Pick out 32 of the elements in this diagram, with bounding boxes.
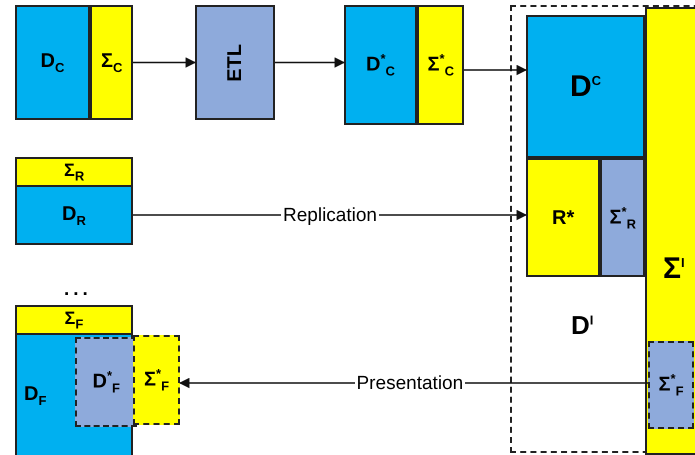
math-label: Σ$_{R}$ xyxy=(64,161,84,183)
math-label: Σ$_{C}$ xyxy=(101,51,122,74)
schema-block xyxy=(75,337,137,427)
arrow xyxy=(275,57,346,68)
math-label: D$_{R}$ xyxy=(62,204,86,226)
schema-bar xyxy=(645,7,695,455)
math-label: D$_{C}$ xyxy=(40,51,64,74)
math-label: D$^{C}$ xyxy=(570,72,602,102)
data-block xyxy=(344,5,417,125)
schema-block xyxy=(133,335,180,425)
schema-block xyxy=(648,341,694,429)
data-block xyxy=(15,185,133,245)
data-block xyxy=(15,5,90,120)
math-label: R* xyxy=(552,208,574,228)
math-label: D$^{I}$ xyxy=(571,312,594,338)
process-box xyxy=(195,5,275,120)
schema-block xyxy=(90,5,133,120)
math-label: Σ$_{F}$ xyxy=(64,309,84,331)
dashed-region xyxy=(510,5,695,453)
schema-block xyxy=(15,305,133,335)
schema-block xyxy=(15,157,133,187)
edge-label: Presentation xyxy=(354,374,466,392)
data-block xyxy=(526,15,645,158)
math-label: Σ$^{I}$ xyxy=(663,254,685,284)
arrow xyxy=(464,64,528,76)
schema-block xyxy=(526,158,600,277)
schema-block xyxy=(417,5,464,125)
math-label: D$_{F}$ xyxy=(24,384,46,406)
edge-label: Replication xyxy=(281,206,379,224)
schema-block xyxy=(600,158,645,277)
arrow xyxy=(133,57,196,68)
math-label: ETL xyxy=(225,44,245,82)
